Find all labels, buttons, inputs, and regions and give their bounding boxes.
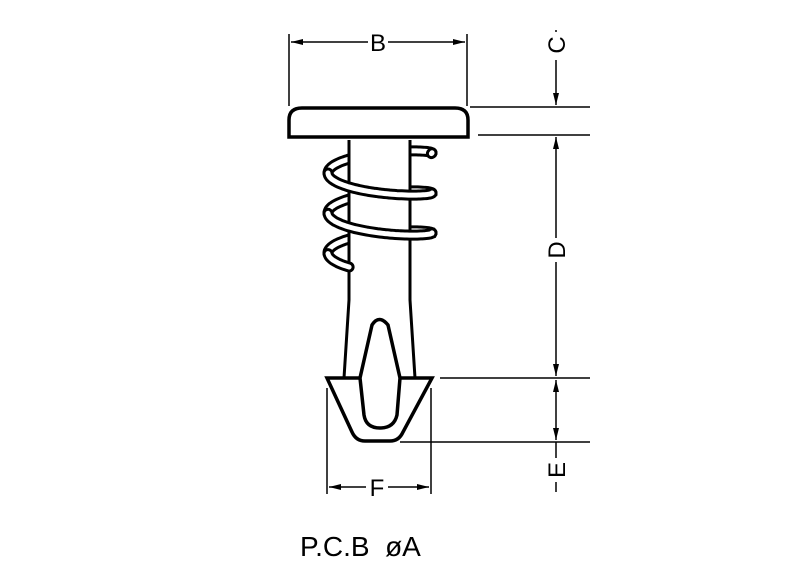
head-cap bbox=[287, 106, 470, 139]
dimension-cde bbox=[400, 30, 590, 492]
spring-coil-strand bbox=[428, 150, 435, 157]
caption: P.C.B øA bbox=[300, 531, 421, 562]
spring-coil-strand bbox=[325, 251, 352, 270]
dimension-b-label: B bbox=[370, 30, 386, 57]
spring-coil-strand bbox=[325, 170, 435, 198]
dimension-d-label: D bbox=[544, 241, 571, 258]
spring-front-coils bbox=[322, 147, 438, 273]
spring-coil-strand bbox=[325, 210, 435, 238]
plug-slot bbox=[358, 317, 402, 430]
dimension-f-label: F bbox=[370, 475, 385, 502]
dimension-e-label: E bbox=[544, 462, 571, 478]
dimension-c-label: C bbox=[544, 36, 571, 53]
dimension-f bbox=[326, 388, 432, 494]
dimension-b bbox=[288, 34, 468, 106]
